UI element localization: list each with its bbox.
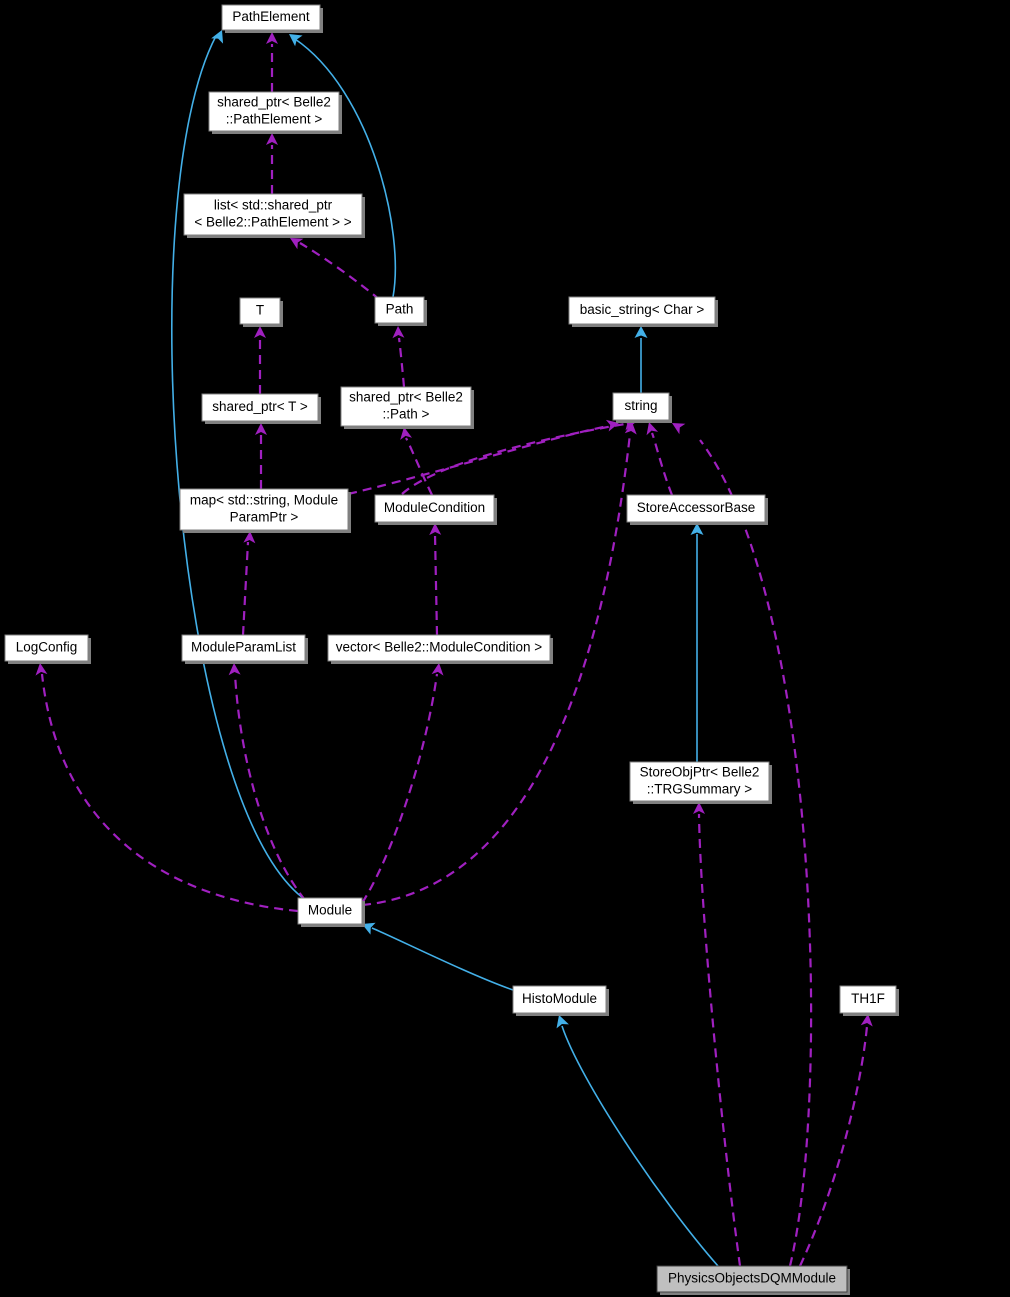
class-node-path[interactable]: Path: [374, 296, 427, 326]
class-node-sp_path[interactable]: shared_ptr< Belle2::Path >: [340, 386, 474, 429]
node-box[interactable]: [179, 488, 349, 531]
node-label: shared_ptr< Belle2: [217, 95, 331, 110]
node-box[interactable]: [327, 634, 551, 662]
edge-module-to-pathelement: [170, 30, 304, 899]
edge-sp_t-to-t: [254, 326, 266, 394]
node-box[interactable]: [201, 393, 319, 422]
node-box[interactable]: [656, 1265, 848, 1293]
edge-physicsobjects-to-string: [672, 423, 813, 1267]
class-node-pathelement[interactable]: PathElement: [221, 4, 323, 33]
edge-string-to-basic_string: [634, 326, 648, 393]
node-box[interactable]: [568, 296, 716, 325]
node-label: basic_string< Char >: [580, 302, 705, 317]
node-label: ModuleCondition: [384, 500, 485, 515]
edge-vec_modcond-to-modulecondition: [429, 523, 442, 636]
node-label: HistoModule: [522, 991, 597, 1006]
node-label: PathElement: [232, 9, 310, 24]
class-node-physicsobjects[interactable]: PhysicsObjectsDQMModule: [656, 1265, 850, 1295]
edge-physicsobjects-to-histomodule: [556, 1015, 719, 1267]
node-box[interactable]: [4, 634, 89, 662]
class-node-sp_pathelement[interactable]: shared_ptr< Belle2::PathElement >: [208, 91, 342, 134]
edge-module-to-logconfig: [35, 663, 299, 913]
node-label: StoreAccessorBase: [637, 500, 756, 515]
node-label: ::Path >: [383, 407, 430, 422]
node-box[interactable]: [239, 297, 281, 325]
edge-module-to-moduleparamlist: [228, 663, 306, 901]
edges-layer: [35, 30, 873, 1267]
node-label: < Belle2::PathElement > >: [194, 215, 351, 230]
edge-storeaccessorbase-to-string: [646, 422, 674, 496]
node-box[interactable]: [629, 761, 770, 802]
node-label: LogConfig: [16, 640, 78, 655]
node-label: shared_ptr< Belle2: [349, 390, 463, 405]
node-label: shared_ptr< T >: [212, 399, 308, 414]
node-label: ModuleParamList: [191, 640, 296, 655]
edge-map_param-to-sp_t: [255, 423, 267, 489]
node-label: ::TRGSummary >: [647, 782, 753, 797]
node-box[interactable]: [340, 386, 472, 427]
class-node-storeobjptr[interactable]: StoreObjPtr< Belle2::TRGSummary >: [629, 761, 772, 804]
edge-list_sp_pe-to-sp_pathelement: [266, 133, 278, 194]
node-box[interactable]: [208, 91, 340, 132]
node-box[interactable]: [221, 4, 321, 31]
edge-physicsobjects-to-storeobjptr: [693, 802, 742, 1267]
node-box[interactable]: [183, 193, 363, 236]
node-box[interactable]: [612, 392, 670, 421]
node-box[interactable]: [374, 296, 425, 324]
node-label: PhysicsObjectsDQMModule: [668, 1271, 836, 1286]
class-node-list_sp_pe[interactable]: list< std::shared_ptr< Belle2::PathEleme…: [183, 193, 365, 238]
node-box[interactable]: [512, 985, 607, 1014]
edge-modulecondition-to-sp_path: [400, 427, 433, 496]
class-node-modulecondition[interactable]: ModuleCondition: [374, 494, 497, 525]
node-label: map< std::string, Module: [190, 493, 338, 508]
node-label: string: [624, 398, 657, 413]
class-node-basic_string[interactable]: basic_string< Char >: [568, 296, 718, 327]
node-label: list< std::shared_ptr: [214, 198, 333, 213]
edge-path-to-pathelement: [289, 34, 397, 298]
node-label: TH1F: [851, 991, 885, 1006]
node-box[interactable]: [626, 494, 766, 523]
edge-physicsobjects-to-th1f: [799, 1014, 873, 1267]
class-node-histomodule[interactable]: HistoModule: [512, 985, 609, 1016]
edge-path-to-list_sp_pe: [290, 238, 381, 301]
edge-sp_pathelement-to-pathelement: [266, 32, 278, 92]
edge-moduleparamlist-to-map_param: [241, 531, 256, 636]
edge-module-to-vec_modcond: [361, 663, 444, 904]
node-box[interactable]: [839, 985, 897, 1014]
class-node-vec_modcond[interactable]: vector< Belle2::ModuleCondition >: [327, 634, 553, 664]
edge-histomodule-to-module: [362, 922, 514, 991]
node-label: Module: [308, 903, 352, 918]
node-box[interactable]: [181, 634, 306, 662]
node-label: Path: [386, 302, 414, 317]
node-box[interactable]: [297, 897, 363, 925]
node-label: StoreObjPtr< Belle2: [640, 765, 760, 780]
class-node-moduleparamlist[interactable]: ModuleParamList: [181, 634, 308, 664]
class-node-string[interactable]: string: [612, 392, 672, 423]
node-label: T: [256, 303, 264, 318]
edge-map_param-to-string: [347, 419, 619, 496]
edge-storeobjptr-to-storeaccessorbase: [690, 523, 704, 762]
node-label: ::PathElement >: [226, 112, 323, 127]
node-label: vector< Belle2::ModuleCondition >: [336, 640, 542, 655]
class-node-module[interactable]: Module: [297, 897, 365, 927]
class-node-t[interactable]: T: [239, 297, 283, 327]
edge-sp_path-to-path: [392, 326, 406, 388]
class-node-sp_t[interactable]: shared_ptr< T >: [201, 393, 321, 424]
node-box[interactable]: [374, 494, 495, 523]
class-node-storeaccessorbase[interactable]: StoreAccessorBase: [626, 494, 768, 525]
class-node-th1f[interactable]: TH1F: [839, 985, 899, 1016]
edge-module-to-string: [361, 422, 637, 907]
node-label: ParamPtr >: [230, 510, 299, 525]
class-node-logconfig[interactable]: LogConfig: [4, 634, 91, 664]
